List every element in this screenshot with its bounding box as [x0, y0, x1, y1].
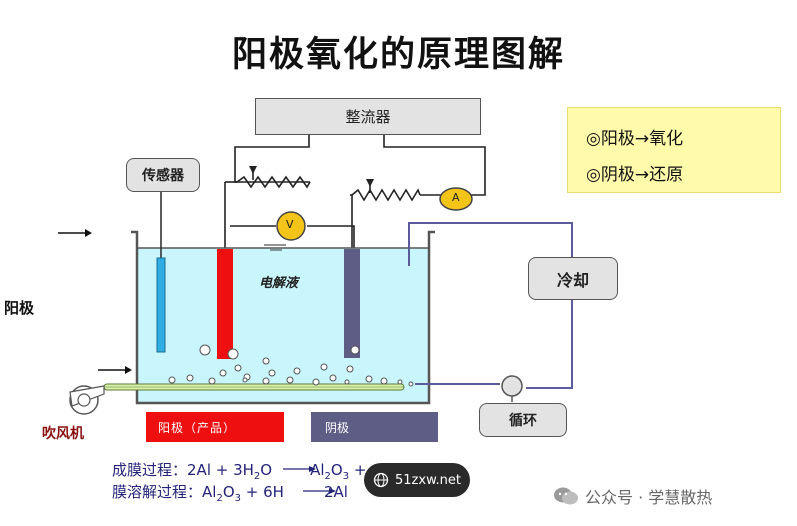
cooling-box: 冷却 — [528, 257, 618, 300]
resistor-right — [351, 188, 421, 202]
site-badge-label: 51zxw.net — [395, 472, 461, 488]
watermark-text: 公众号 · 学慧散热 — [585, 488, 713, 507]
resistor-top — [236, 175, 311, 189]
anode-electrode — [217, 249, 233, 359]
sensor-box: 传感器 — [126, 158, 200, 192]
voltmeter-label: V — [286, 218, 294, 231]
pump-icon — [501, 375, 523, 397]
ammeter-label: A — [452, 191, 460, 204]
watermark: 公众号 · 学慧散热 — [553, 484, 712, 508]
wechat-icon — [554, 487, 578, 505]
sensor-probe — [156, 257, 166, 353]
rectifier-box: 整流器 — [255, 98, 481, 135]
cathode-electrode — [344, 249, 360, 358]
anode-side-label: 阳极 — [4, 299, 35, 317]
reaction-note: ◎阳极→氧化 ◎阴极→还原 — [567, 107, 781, 193]
circulation-box: 循环 — [479, 403, 567, 437]
site-badge[interactable]: 51zxw.net — [364, 463, 470, 497]
voltmeter-icon — [276, 211, 306, 241]
tank — [131, 230, 435, 405]
note-cathode: ◎阴极→还原 — [586, 165, 684, 185]
blower-label: 吹风机 — [42, 426, 84, 442]
page-title: 阳极氧化的原理图解 — [231, 35, 565, 75]
note-anode: ◎阳极→氧化 — [586, 129, 684, 149]
electrolyte — [137, 248, 429, 403]
cathode-label: 阴极 — [311, 412, 438, 442]
product-label: 阳极（产品） — [146, 412, 284, 442]
globe-icon — [373, 472, 389, 488]
electrolyte-label: 电解液 — [259, 276, 299, 291]
ammeter-icon — [439, 187, 473, 211]
